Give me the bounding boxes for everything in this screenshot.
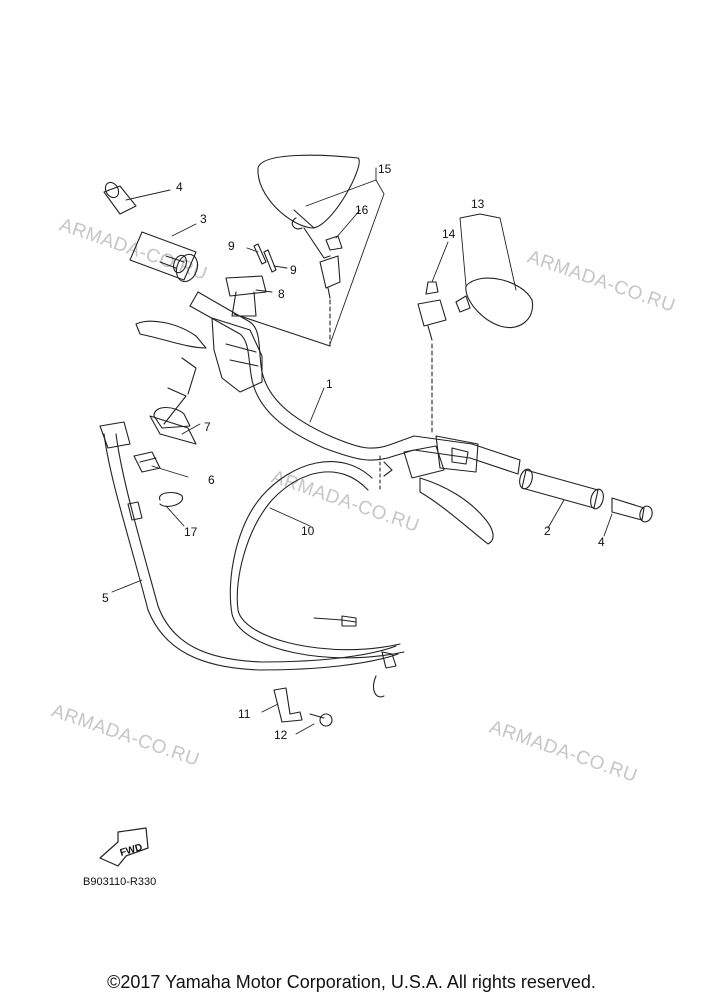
callout-13: 13 (471, 197, 485, 211)
callout-9: 9 (290, 263, 297, 277)
callout-6: 6 (208, 473, 215, 487)
left-bar-end (103, 181, 137, 215)
callout-16: 16 (355, 203, 369, 217)
circlip (159, 491, 183, 507)
bracket-bolt (309, 713, 333, 727)
callout-3: 3 (200, 212, 207, 226)
left-grip (129, 231, 199, 283)
handlebar-holder (225, 243, 277, 317)
handlebar (189, 291, 521, 475)
callout-10: 10 (301, 524, 315, 538)
callout-11: 11 (238, 707, 251, 721)
callout-15: 15 (378, 162, 392, 176)
callout-14: 14 (442, 227, 456, 241)
copyright-notice: ©2017 Yamaha Motor Corporation, U.S.A. A… (107, 972, 596, 992)
callout-4: 4 (598, 535, 605, 549)
callout-5: 5 (102, 591, 109, 605)
left-lever-assembly (135, 317, 263, 445)
fwd-arrow-icon (99, 827, 149, 867)
cable-holder (133, 451, 161, 473)
left-mirror (257, 154, 360, 299)
callout-12: 12 (274, 728, 288, 742)
throttle-cables (229, 461, 405, 698)
fwd-label: FWD (119, 842, 144, 859)
diagram-reference-code: B903110-R330 (83, 876, 157, 888)
callout-4: 4 (176, 180, 183, 194)
clamp (153, 406, 191, 429)
right-bar-end (611, 497, 653, 523)
callout-9: 9 (228, 239, 235, 253)
mirror-guide-lines (329, 299, 433, 433)
leader-lines (111, 167, 613, 735)
mirror-nut (325, 235, 343, 251)
right-mirror (417, 277, 534, 341)
callout-1: 1 (326, 377, 333, 391)
callout-2: 2 (544, 524, 551, 538)
callout-8: 8 (278, 287, 285, 301)
clutch-cable (99, 421, 399, 671)
cable-bracket (273, 687, 303, 723)
assembly-guide-lines (233, 313, 381, 491)
right-grip (519, 468, 604, 510)
callout-7: 7 (204, 420, 211, 434)
right-lever-assembly (383, 435, 494, 545)
callout-17: 17 (184, 525, 198, 539)
